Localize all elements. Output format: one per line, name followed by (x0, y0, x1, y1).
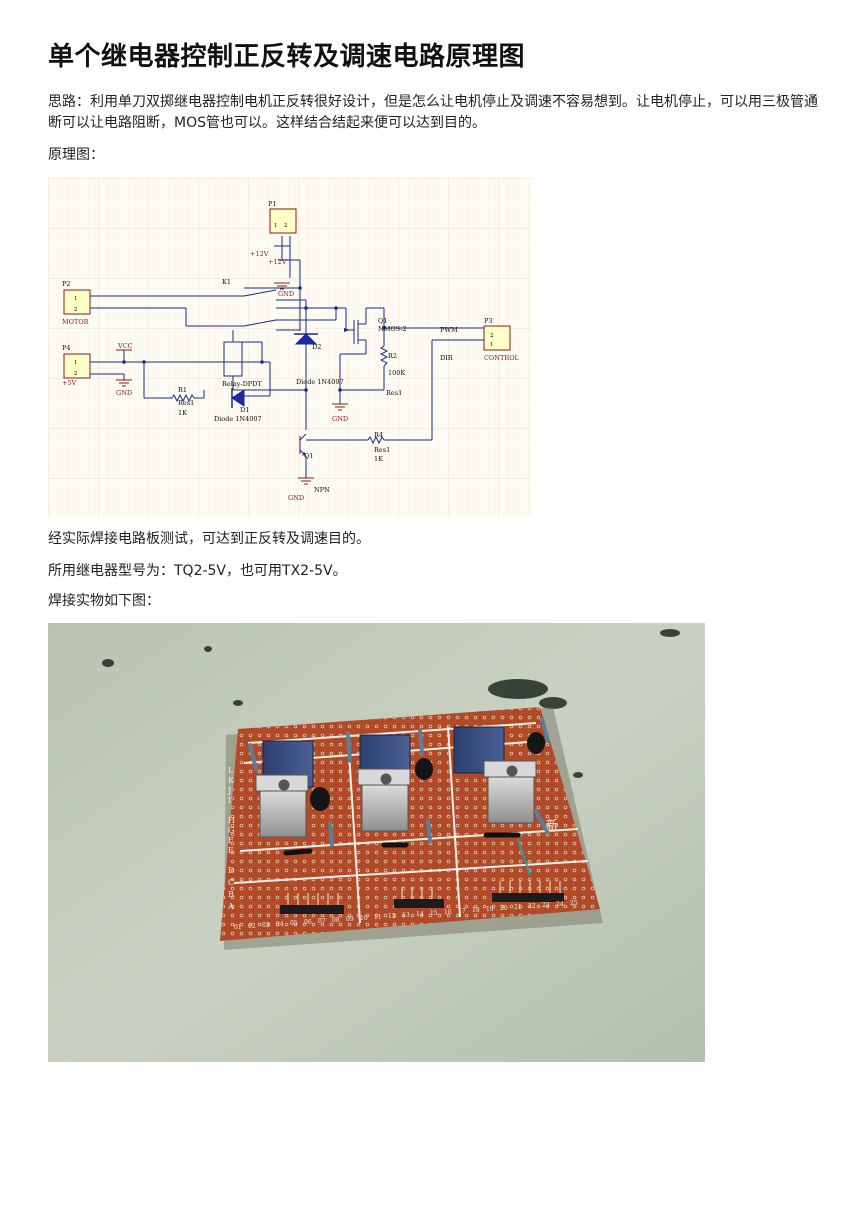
board-num-05: 05 (290, 920, 298, 927)
board-letter-h: H (228, 816, 235, 825)
board-num-20: 20 (500, 905, 508, 912)
board-letter-e: E (228, 846, 234, 855)
label-p1: P1 (268, 200, 277, 208)
label-k1: K1 (222, 278, 231, 286)
board-letter-d: D (228, 866, 234, 875)
label-q1-mos-type: NMOS-2 (378, 325, 407, 333)
label-p4: P4 (62, 344, 71, 352)
label-control: CONTROL (484, 354, 520, 362)
label-q1-npn: Q1 (304, 452, 313, 460)
label-r4-type: Res1 (374, 446, 390, 454)
label-gnd-p4: GND (116, 389, 132, 397)
p1-pin-2: 2 (284, 223, 288, 229)
board-num-25: 25 (570, 900, 578, 907)
label-12v-b: +12V (268, 258, 287, 266)
circuit-board-photo: L K J I H G F E D C B A 新 01 02 03 04 05… (48, 623, 705, 1062)
board-num-24: 24 (556, 901, 564, 908)
board-num-23: 23 (542, 902, 550, 909)
schematic-label: 原理图： (48, 147, 104, 163)
board-num-13: 13 (402, 912, 410, 919)
p4-pin-1: 1 (74, 360, 78, 366)
board-num-09: 09 (346, 916, 354, 923)
circuit-schematic: P1 1 2 +12V +12V GND K1 P2 1 2 MOTOR P4 … (48, 178, 532, 517)
p2-pin-2: 2 (74, 307, 78, 313)
relay-model-paragraph: 所用继电器型号为：TQ2-5V，也可用TX2-5V。 (48, 563, 347, 579)
label-r4-value: 1K (374, 455, 383, 463)
label-r2: R2 (388, 352, 397, 360)
p3-pin-2: 2 (490, 333, 494, 339)
label-vcc: VCC (117, 342, 133, 350)
board-num-19: 19 (486, 906, 494, 913)
photo-label: 焊接实物如下图： (48, 593, 160, 609)
label-d2-type: Diode 1N4007 (296, 378, 344, 386)
label-r1: R1 (178, 386, 187, 394)
page-title: 单个继电器控制正反转及调速电路原理图 (48, 42, 526, 72)
board-num-14: 14 (416, 911, 424, 918)
p1-pin-1: 1 (274, 223, 278, 229)
label-r4: R4 (374, 431, 383, 439)
p4-pin-2: 2 (74, 371, 78, 377)
label-pwm: PWM (440, 326, 458, 334)
label-d2: D2 (312, 343, 321, 351)
board-num-22: 22 (528, 903, 536, 910)
label-p3: P3 (484, 317, 493, 325)
board-num-17: 17 (458, 908, 466, 915)
board-num-18: 18 (472, 907, 480, 914)
label-gnd-npn: GND (288, 494, 304, 502)
test-result-paragraph: 经实际焊接电路板测试，可达到正反转及调速目的。 (48, 531, 370, 547)
label-12v-a: +12V (250, 250, 269, 258)
board-letter-k: K (228, 776, 235, 785)
board-letter-g: G (228, 826, 234, 835)
label-d1: D1 (240, 406, 249, 414)
board-num-07: 07 (318, 918, 326, 925)
board-letter-i: I (228, 796, 231, 805)
board-num-16: 16 (444, 909, 452, 916)
p3-pin-1: 1 (490, 342, 494, 348)
board-num-10: 10 (360, 915, 368, 922)
board-num-04: 04 (276, 921, 284, 928)
board-text: 新 (546, 817, 558, 832)
board-num-11: 11 (374, 914, 382, 921)
label-gnd-mos: GND (332, 415, 348, 423)
label-q1-mos: Q1 (378, 317, 387, 325)
board-num-02: 02 (248, 923, 256, 930)
board-letter-b: B (228, 890, 234, 899)
p2-pin-1: 1 (74, 296, 78, 302)
board-letter-j: J (227, 786, 231, 795)
label-r2-type: Res1 (386, 389, 402, 397)
label-r1-value: 1K (178, 409, 187, 417)
label-gnd-p1: GND (278, 290, 294, 298)
board-num-12: 12 (388, 913, 396, 920)
label-r1-type: Res1 (178, 399, 194, 407)
board-num-03: 03 (262, 922, 270, 929)
board-num-01: 01 (234, 924, 242, 931)
board-letter-c: C (228, 878, 234, 887)
label-p2: P2 (62, 280, 71, 288)
label-motor: MOTOR (62, 318, 90, 326)
board-letter-a: A (227, 902, 234, 911)
board-num-21: 21 (514, 904, 522, 911)
label-5v: +5V (62, 379, 77, 387)
board-num-15: 15 (430, 910, 438, 917)
label-npn: NPN (314, 486, 330, 494)
board-num-08: 08 (332, 917, 340, 924)
label-relay-type: Relay-DPDT (222, 380, 262, 388)
board-letter-l: L (228, 766, 234, 775)
board-num-06: 06 (304, 919, 312, 926)
label-d1-type: Diode 1N4007 (214, 415, 262, 423)
label-r2-value: 100K (388, 369, 405, 377)
label-dir: DIR (440, 354, 454, 362)
board-letter-f: F (228, 836, 234, 845)
intro-paragraph: 思路：利用单刀双掷继电器控制电机正反转很好设计，但是怎么让电机停止及调速不容易想… (48, 94, 818, 131)
